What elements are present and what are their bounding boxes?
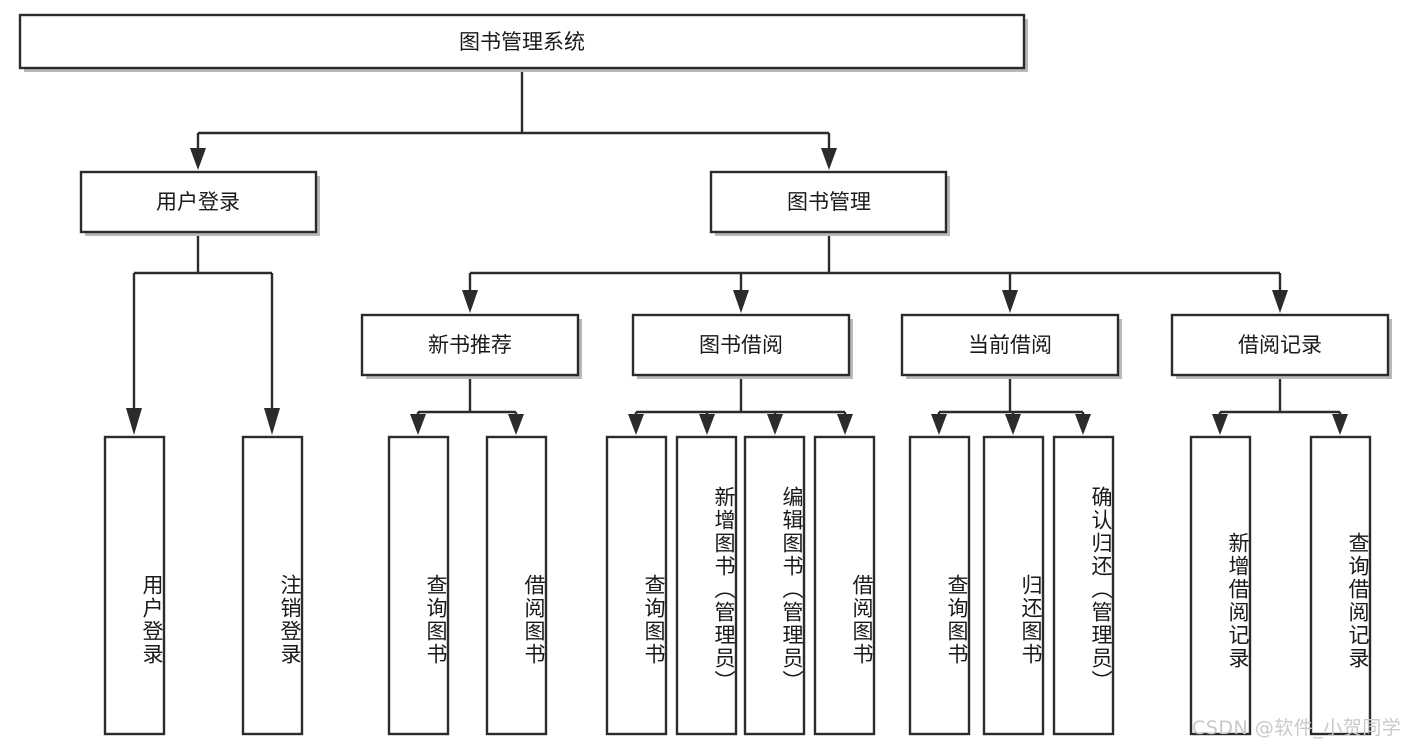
- leaf-box-return-book[interactable]: [982, 435, 1045, 736]
- leaf-box-borrow-book-b[interactable]: [813, 435, 876, 736]
- arrowhead-bb-leaf2: [699, 414, 715, 435]
- arrowhead-bb-leaf4: [837, 414, 853, 435]
- arrowhead-borrow-record: [1272, 290, 1288, 313]
- arrowhead-cb-leaf2: [1005, 414, 1021, 435]
- arrowhead-book-manage: [821, 148, 837, 170]
- root-label: 图书管理系统: [459, 30, 585, 54]
- node-book-borrow[interactable]: 图书借阅: [631, 313, 853, 379]
- node-current-borrow[interactable]: 当前借阅: [900, 313, 1122, 379]
- node-book-manage[interactable]: 图书管理: [709, 170, 950, 236]
- arrowhead-nbr-leaf1: [410, 414, 426, 435]
- book-manage-box[interactable]: [709, 170, 948, 234]
- arrowhead-current-borrow: [1002, 290, 1018, 313]
- leaf-box-query-record[interactable]: [1309, 435, 1372, 736]
- node-new-book-rec[interactable]: 新书推荐: [360, 313, 582, 379]
- arrowhead-cb-leaf3: [1075, 414, 1091, 435]
- leaf-box-edit-book[interactable]: [743, 435, 806, 736]
- leaf-box-layer: [103, 435, 1372, 736]
- node-user-login[interactable]: 用户登录: [79, 170, 320, 236]
- new-book-rec-box[interactable]: [360, 313, 580, 377]
- arrowhead-book-borrow: [733, 290, 749, 313]
- arrowhead-bb-leaf3: [767, 414, 783, 435]
- node-borrow-record[interactable]: 借阅记录: [1170, 313, 1392, 379]
- book-borrow-label: 图书借阅: [699, 333, 783, 357]
- arrowhead-nbr-leaf2: [508, 414, 524, 435]
- arrowhead-ul-leaf2: [264, 408, 280, 435]
- leaf-box-borrow-book-rec[interactable]: [485, 435, 548, 736]
- new-book-rec-label: 新书推荐: [428, 333, 512, 357]
- user-login-box[interactable]: [79, 170, 318, 234]
- arrowhead-bb-leaf1: [628, 414, 644, 435]
- leaf-box-add-book[interactable]: [675, 435, 738, 736]
- borrow-record-box[interactable]: [1170, 313, 1390, 377]
- leaf-box-confirm-return[interactable]: [1052, 435, 1115, 736]
- borrow-record-label: 借阅记录: [1238, 333, 1322, 357]
- leaf-box-query-book-rec[interactable]: [387, 435, 450, 736]
- root-box[interactable]: [18, 13, 1026, 70]
- leaf-box-query-book-b[interactable]: [605, 435, 668, 736]
- current-borrow-label: 当前借阅: [968, 333, 1052, 357]
- leaf-box-add-record[interactable]: [1189, 435, 1252, 736]
- book-borrow-box[interactable]: [631, 313, 851, 377]
- arrowhead-br-leaf2: [1332, 414, 1348, 435]
- node-root[interactable]: 图书管理系统: [18, 13, 1028, 72]
- arrowhead-br-leaf1: [1212, 414, 1228, 435]
- connector-layer: [126, 68, 1348, 435]
- csdn-watermark: CSDN @软件_小贺同学: [1192, 717, 1402, 739]
- arrowhead-user-login: [190, 148, 206, 170]
- leaf-box-logout[interactable]: [241, 435, 304, 736]
- leaf-box-query-book-c[interactable]: [908, 435, 971, 736]
- user-login-label: 用户登录: [156, 190, 240, 214]
- current-borrow-box[interactable]: [900, 313, 1120, 377]
- arrowhead-cb-leaf1: [931, 414, 947, 435]
- book-manage-label: 图书管理: [787, 190, 871, 214]
- arrowhead-ul-leaf1: [126, 408, 142, 435]
- arrowhead-new-book-rec: [462, 290, 478, 313]
- leaf-box-user-login[interactable]: [103, 435, 166, 736]
